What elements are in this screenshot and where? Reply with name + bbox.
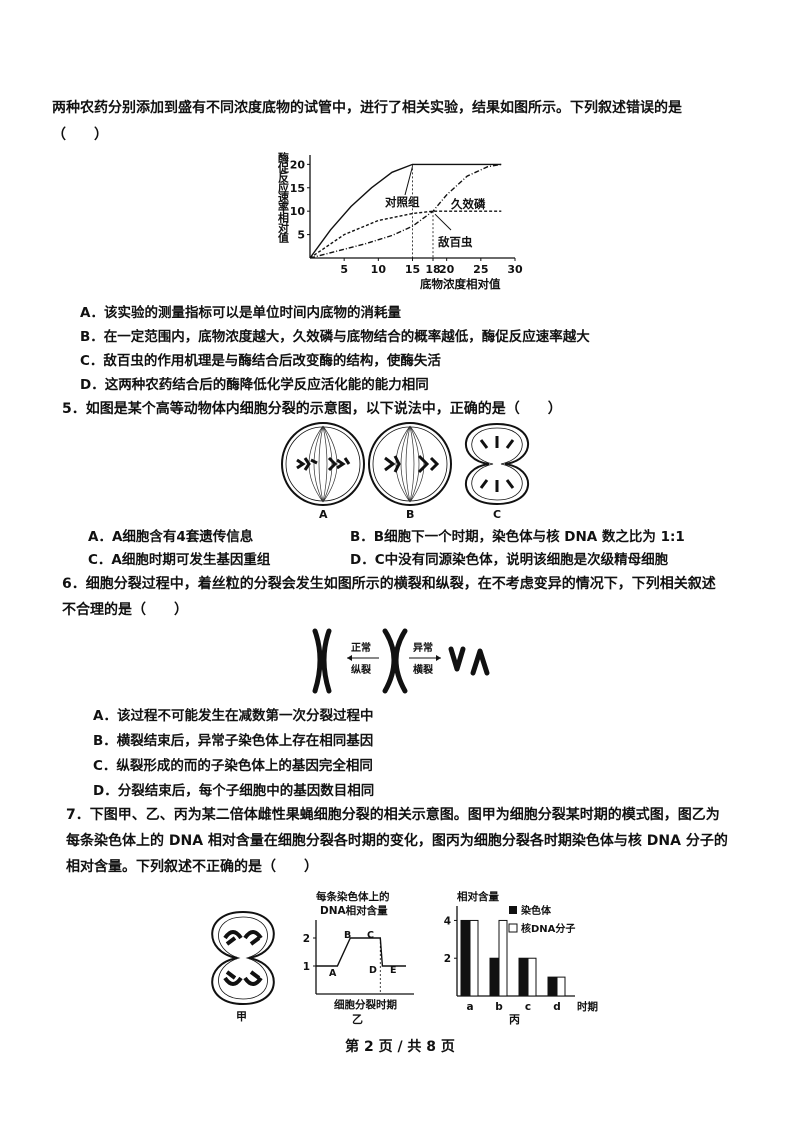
q4-ytick-label: 10 — [290, 205, 306, 218]
q7-label-yi: 乙 — [352, 1013, 363, 1026]
q4-arrow-control — [404, 166, 413, 196]
q4-label-control: 对照组 — [385, 195, 420, 209]
q6-option-c[interactable]: C．纵裂形成的而的子染色体上的基因完全相同 — [93, 758, 373, 774]
q4-ytick-label: 20 — [290, 158, 306, 171]
q7-stem-line1: 7．下图甲、乙、丙为某二倍体雌性果蝇细胞分裂的相关示意图。图甲为细胞分裂某时期的… — [66, 807, 720, 823]
q7-yi-ytick-label: 2 — [303, 933, 310, 945]
q5-option-a[interactable]: A．A细胞含有4套遗传信息 — [88, 529, 254, 545]
q4-ylabel: 酶促反应速率相对值 — [277, 151, 291, 244]
q6-option-a[interactable]: A．该过程不可能发生在减数第一次分裂过程中 — [93, 708, 374, 724]
q4-xtick-label: 30 — [507, 263, 523, 276]
q6-option-d[interactable]: D．分裂结束后，每个子细胞中的基因数目相同 — [93, 783, 375, 799]
q7-label-bing: 丙 — [509, 1013, 520, 1026]
q7-bing-ylabel: 相对含量 — [457, 890, 499, 903]
q5-stem: 5．如图是某个高等动物体内细胞分裂的示意图，以下说法中，正确的是（ ） — [62, 401, 562, 417]
q7-bing-bar-c-chromosome — [518, 957, 528, 997]
q7-bing-legend-dna: 核DNA分子 — [521, 922, 575, 935]
q4-ytick-label: 15 — [290, 182, 305, 195]
q5-option-c[interactable]: C．A细胞时期可发生基因重组 — [88, 552, 271, 568]
q4-xtick-label: 20 — [439, 263, 455, 276]
q6-label-transverse: 横裂 — [413, 663, 433, 676]
q4-stem-line1: 两种农药分别添加到盛有不同浓度底物的试管中，进行了相关实验，结果如图所示。下列叙… — [52, 100, 682, 116]
q7-figure-bing-chart: 相对含量 2 4 a b c d 染色体 核DNA分子 时期 丙 — [444, 890, 598, 1026]
q5-option-d[interactable]: D．C中没有同源染色体，说明该细胞是次级精母细胞 — [350, 552, 669, 568]
q7-bing-ytick-label: 2 — [444, 953, 451, 965]
q7-bing-bar-b-chromosome — [489, 957, 499, 997]
q6-stem-line2: 不合理的是（ ） — [62, 602, 188, 618]
q7-stem-line3: 相对含量。下列叙述不正确的是（ ） — [66, 859, 318, 875]
q7-bing-category-label: c — [525, 1001, 531, 1013]
q7-bing-legend-chromosome: 染色体 — [520, 904, 552, 917]
q7-yi-ylabel-line2: DNA相对含量 — [320, 904, 388, 917]
q6-label-longitudinal: 纵裂 — [351, 663, 371, 676]
q7-bing-legend-swatch-chromosome — [509, 906, 517, 914]
q7-stem-line2: 每条染色体上的 DNA 相对含量在细胞分裂各时期的变化，图丙为细胞分裂各时期染色… — [66, 833, 728, 849]
q7-bing-bar-b-dna — [498, 919, 508, 997]
q7-yi-ytick-label: 1 — [303, 961, 310, 973]
q6-label-abnormal: 异常 — [413, 641, 433, 654]
q4-series-jiuxiaolin — [309, 163, 502, 259]
q4-xtick-label: 18 — [425, 263, 440, 276]
q6-centromere-split-figure: 正常 纵裂 异常 横裂 — [312, 628, 490, 694]
q5-cell-a — [281, 422, 365, 506]
q7-bing-category-label: a — [466, 1001, 473, 1013]
q5-cell-c — [464, 422, 530, 506]
q6-stem-line1: 6．细胞分裂过程中，着丝粒的分裂会发生如图所示的横裂和纵裂，在不考虑变异的情况下… — [62, 576, 716, 592]
q5-cell-division-figure: A B C — [281, 422, 530, 521]
page-footer: 第 2 页 / 共 8 页 — [345, 1039, 455, 1055]
q5-cell-b — [368, 422, 452, 506]
q7-bing-bar-a-chromosome — [460, 919, 470, 997]
q4-option-d[interactable]: D．这两种农药结合后的酶降低化学反应活化能的能力相同 — [80, 377, 429, 393]
q4-option-c[interactable]: C．敌百虫的作用机理是与酶结合后改变酶的结构，使酶失活 — [80, 353, 441, 369]
q7-bing-category-label: d — [553, 1001, 561, 1013]
q7-bing-legend-swatch-dna — [508, 923, 518, 933]
q4-xtick-label: 15 — [405, 263, 420, 276]
q5-label-b: B — [406, 508, 414, 521]
q7-bing-bar-a-dna — [469, 919, 479, 997]
q5-label-a: A — [319, 508, 328, 521]
q7-bing-bar-c-dna — [527, 957, 537, 997]
q7-yi-ylabel-line1: 每条染色体上的 — [316, 890, 390, 903]
q4-arrow-dibaichong — [434, 213, 452, 231]
q4-ytick-label: 5 — [297, 229, 305, 242]
q4-xtick-label: 25 — [473, 263, 488, 276]
q5-label-c: C — [493, 508, 501, 521]
q7-bing-ytick-label: 4 — [444, 915, 451, 927]
q6-option-b[interactable]: B．横裂结束后，异常子染色体上存在相同基因 — [93, 733, 374, 749]
q4-stem-line2: （ ） — [52, 127, 108, 143]
q7-figure-yi-chart: 每条染色体上的 DNA相对含量 1 2 A B C D E 细胞分裂时期 乙 — [303, 890, 414, 1026]
q4-xtick-label: 10 — [371, 263, 387, 276]
q4-option-b[interactable]: B．在一定范围内，底物浓度越大，久效磷与底物结合的概率越低，酶促反应速率越大 — [80, 329, 590, 345]
q4-series-control — [309, 163, 502, 259]
q4-xtick-label: 5 — [340, 263, 348, 276]
q7-yi-point-d: D — [369, 965, 377, 976]
q7-bing-bar-d-dna — [556, 976, 566, 997]
q4-label-jiuxiaolin: 久效磷 — [450, 197, 486, 211]
q7-bing-xlabel: 时期 — [577, 1000, 598, 1013]
q7-bing-category-label: b — [495, 1001, 503, 1013]
q7-yi-xlabel: 细胞分裂时期 — [334, 998, 397, 1011]
q6-label-normal: 正常 — [351, 641, 371, 654]
q7-figure-jia: 甲 — [211, 910, 275, 1023]
q4-series-dibaichong — [309, 210, 502, 259]
q7-bing-bar-d-chromosome — [547, 976, 557, 997]
q7-yi-point-c: C — [367, 930, 374, 941]
q5-option-b[interactable]: B．B细胞下一个时期，染色体与核 DNA 数之比为 1:1 — [350, 529, 685, 545]
q4-xlabel: 底物浓度相对值 — [420, 277, 501, 291]
q4-option-a[interactable]: A．该实验的测量指标可以是单位时间内底物的消耗量 — [80, 305, 401, 321]
q7-yi-point-b: B — [344, 930, 351, 941]
q7-yi-point-e: E — [390, 965, 397, 976]
q7-label-jia: 甲 — [236, 1010, 247, 1023]
q7-yi-series-line — [316, 937, 406, 967]
q7-yi-point-a: A — [329, 968, 337, 979]
q4-label-dibaichong: 敌百虫 — [438, 235, 473, 249]
